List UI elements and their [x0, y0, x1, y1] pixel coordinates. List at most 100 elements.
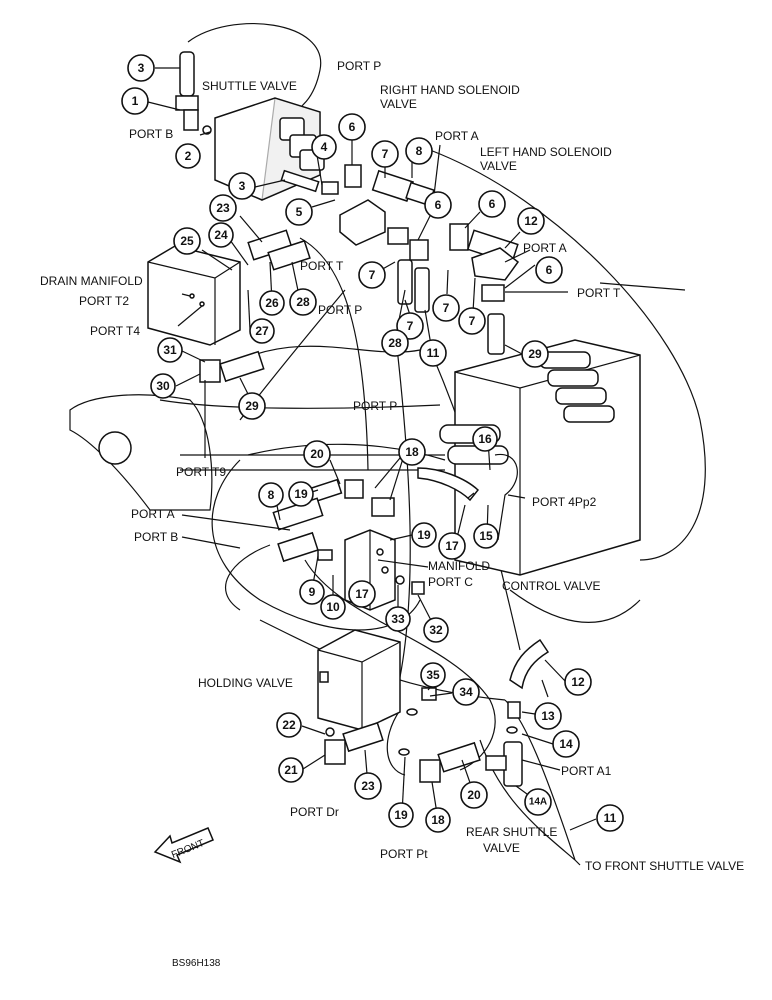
callout-18: 18 [425, 807, 451, 833]
callout-31: 31 [157, 337, 183, 363]
callout-19: 19 [288, 481, 314, 507]
svg-text:23: 23 [216, 201, 230, 215]
callout-28: 28 [381, 329, 409, 357]
drain-manifold [147, 245, 241, 346]
svg-text:25: 25 [180, 234, 194, 248]
label-rh-solenoid: RIGHT HAND SOLENOID [380, 83, 520, 97]
callout-10: 10 [320, 594, 346, 620]
label-port-c: PORT C [428, 575, 473, 589]
svg-text:24: 24 [214, 228, 228, 242]
callout-7: 7 [432, 294, 460, 322]
callout-8: 8 [405, 137, 433, 165]
control-valve [439, 339, 641, 576]
svg-text:11: 11 [427, 346, 440, 360]
svg-text:8: 8 [416, 144, 423, 158]
svg-text:20: 20 [310, 447, 324, 461]
svg-text:17: 17 [355, 587, 369, 601]
label-rear-shuttle-valve: VALVE [483, 841, 520, 855]
label-drain-manifold: DRAIN MANIFOLD [40, 274, 143, 288]
svg-text:7: 7 [382, 147, 389, 161]
callout-6: 6 [478, 190, 506, 218]
callout-33: 33 [385, 606, 411, 632]
svg-text:19: 19 [394, 808, 408, 822]
label-port-a-left: PORT A [131, 507, 175, 521]
callout-34: 34 [452, 678, 480, 706]
svg-text:4: 4 [321, 140, 328, 154]
callout-8: 8 [258, 482, 284, 508]
svg-text:10: 10 [326, 600, 340, 614]
callout-16: 16 [472, 426, 498, 452]
callout-20: 20 [303, 440, 331, 468]
callout-29: 29 [521, 340, 549, 368]
svg-text:20: 20 [467, 788, 481, 802]
label-port-t-mid: PORT T [300, 259, 344, 273]
svg-text:5: 5 [296, 205, 303, 219]
label-port-4pp2: PORT 4Pp2 [532, 495, 597, 509]
label-drawing-code: BS96H138 [172, 958, 221, 969]
front-arrow: FRONT [153, 827, 214, 864]
svg-text:19: 19 [294, 487, 308, 501]
callout-13: 13 [534, 702, 562, 730]
svg-text:13: 13 [541, 709, 555, 723]
svg-text:7: 7 [369, 268, 376, 282]
svg-text:7: 7 [443, 301, 450, 315]
callout-21: 21 [278, 757, 304, 783]
right-hand-solenoid-valve [339, 164, 435, 261]
callout-20: 20 [460, 781, 488, 809]
callout-11: 11 [596, 804, 624, 832]
label-port-a-right: PORT A [523, 241, 567, 255]
callout-1: 1 [121, 87, 149, 115]
label-lh-solenoid-valve: VALVE [480, 159, 517, 173]
svg-text:2: 2 [185, 149, 192, 163]
label-port-dr: PORT Dr [290, 805, 339, 819]
svg-text:29: 29 [528, 347, 542, 361]
drain-fittings [199, 229, 311, 383]
callout-14: 14 [552, 730, 580, 758]
callout-35: 35 [420, 662, 446, 688]
svg-text:33: 33 [391, 612, 405, 626]
svg-text:26: 26 [265, 296, 279, 310]
label-manifold: MANIFOLD [428, 559, 490, 573]
callout-17: 17 [348, 580, 376, 608]
svg-text:9: 9 [309, 585, 316, 599]
svg-text:18: 18 [405, 445, 419, 459]
callout-12: 12 [517, 207, 545, 235]
callout-11: 11 [419, 339, 447, 367]
svg-text:3: 3 [239, 179, 246, 193]
callout-7: 7 [458, 307, 486, 335]
text-labels: SHUTTLE VALVE PORT P RIGHT HAND SOLENOID… [40, 59, 744, 969]
svg-text:23: 23 [361, 779, 375, 793]
svg-text:17: 17 [445, 539, 459, 553]
callout-23: 23 [354, 772, 382, 800]
callout-7: 7 [358, 261, 386, 289]
label-port-t2: PORT T2 [79, 294, 129, 308]
svg-text:22: 22 [282, 718, 296, 732]
svg-text:6: 6 [435, 198, 442, 212]
callout-7: 7 [371, 140, 399, 168]
callout-3: 3 [228, 172, 256, 200]
label-shuttle-valve: SHUTTLE VALVE [202, 79, 297, 93]
svg-text:21: 21 [284, 763, 298, 777]
callout-4: 4 [311, 134, 337, 160]
label-port-a1: PORT A1 [561, 764, 612, 778]
svg-text:8: 8 [268, 488, 275, 502]
label-rear-shuttle: REAR SHUTTLE [466, 825, 557, 839]
callout-9: 9 [299, 579, 325, 605]
callout-26: 26 [259, 290, 285, 316]
callout-30: 30 [150, 373, 176, 399]
svg-text:6: 6 [349, 120, 356, 134]
svg-text:28: 28 [296, 295, 310, 309]
callout-29: 29 [238, 392, 266, 420]
callout-24: 24 [208, 222, 234, 248]
label-port-a-top: PORT A [435, 129, 479, 143]
label-port-b-left: PORT B [134, 530, 178, 544]
svg-text:35: 35 [426, 668, 440, 682]
callouts: 3 1 2 3 4 5 6 7 8 6 6 12 6 7 7 7 7 28 11… [121, 54, 624, 833]
callout-17: 17 [438, 532, 466, 560]
svg-text:14A: 14A [529, 797, 547, 808]
svg-text:27: 27 [255, 324, 269, 338]
label-to-front-shuttle: TO FRONT SHUTTLE VALVE [585, 859, 744, 873]
svg-text:3: 3 [138, 61, 145, 75]
svg-text:6: 6 [489, 197, 496, 211]
